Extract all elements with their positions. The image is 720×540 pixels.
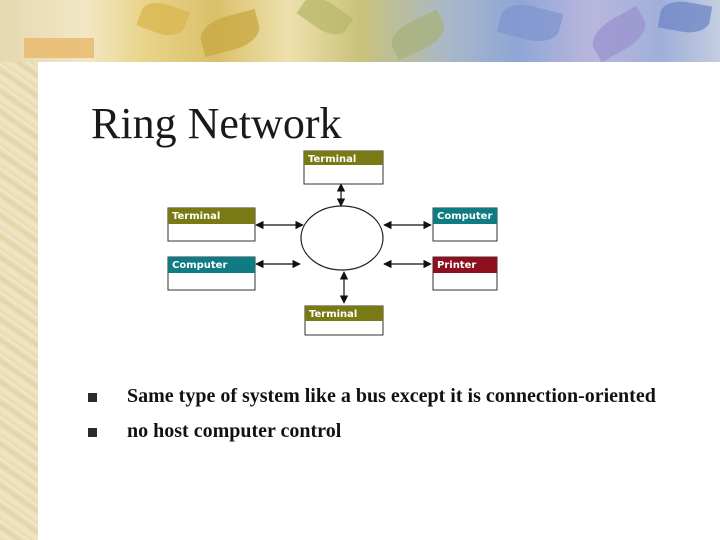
node-left-bottom-computer: Computer <box>167 256 256 291</box>
node-label: Computer <box>437 211 492 222</box>
background-side-texture <box>0 0 38 540</box>
bullet-square-icon <box>88 393 97 402</box>
bullet-item: Same type of system like a bus except it… <box>88 382 688 411</box>
slide-content-area <box>38 62 720 540</box>
node-right-bottom-printer: Printer <box>432 256 498 291</box>
node-header <box>305 306 383 321</box>
node-header <box>433 208 497 224</box>
node-header <box>168 257 255 273</box>
node-header <box>168 208 255 224</box>
node-label: Printer <box>437 260 476 271</box>
bullet-text: Same type of system like a bus except it… <box>127 385 656 407</box>
background-floral-banner <box>0 0 720 62</box>
node-top-terminal: Terminal <box>303 150 384 185</box>
node-label: Terminal <box>308 154 356 165</box>
bullet-list: Same type of system like a bus except it… <box>88 382 688 452</box>
bullet-text: no host computer control <box>127 420 342 442</box>
node-bottom-terminal: Terminal <box>304 305 384 336</box>
node-header <box>304 151 383 165</box>
node-label: Computer <box>172 260 227 271</box>
node-label: Terminal <box>172 211 220 222</box>
slide-title: Ring Network <box>91 99 342 148</box>
node-header <box>433 257 497 273</box>
background-accent-strip <box>24 38 94 58</box>
node-label: Terminal <box>309 309 357 320</box>
bullet-item: no host computer control <box>88 417 688 446</box>
node-left-top-terminal: Terminal <box>167 207 256 242</box>
bullet-square-icon <box>88 428 97 437</box>
node-right-top-computer: Computer <box>432 207 498 242</box>
ring-ellipse <box>300 205 384 271</box>
